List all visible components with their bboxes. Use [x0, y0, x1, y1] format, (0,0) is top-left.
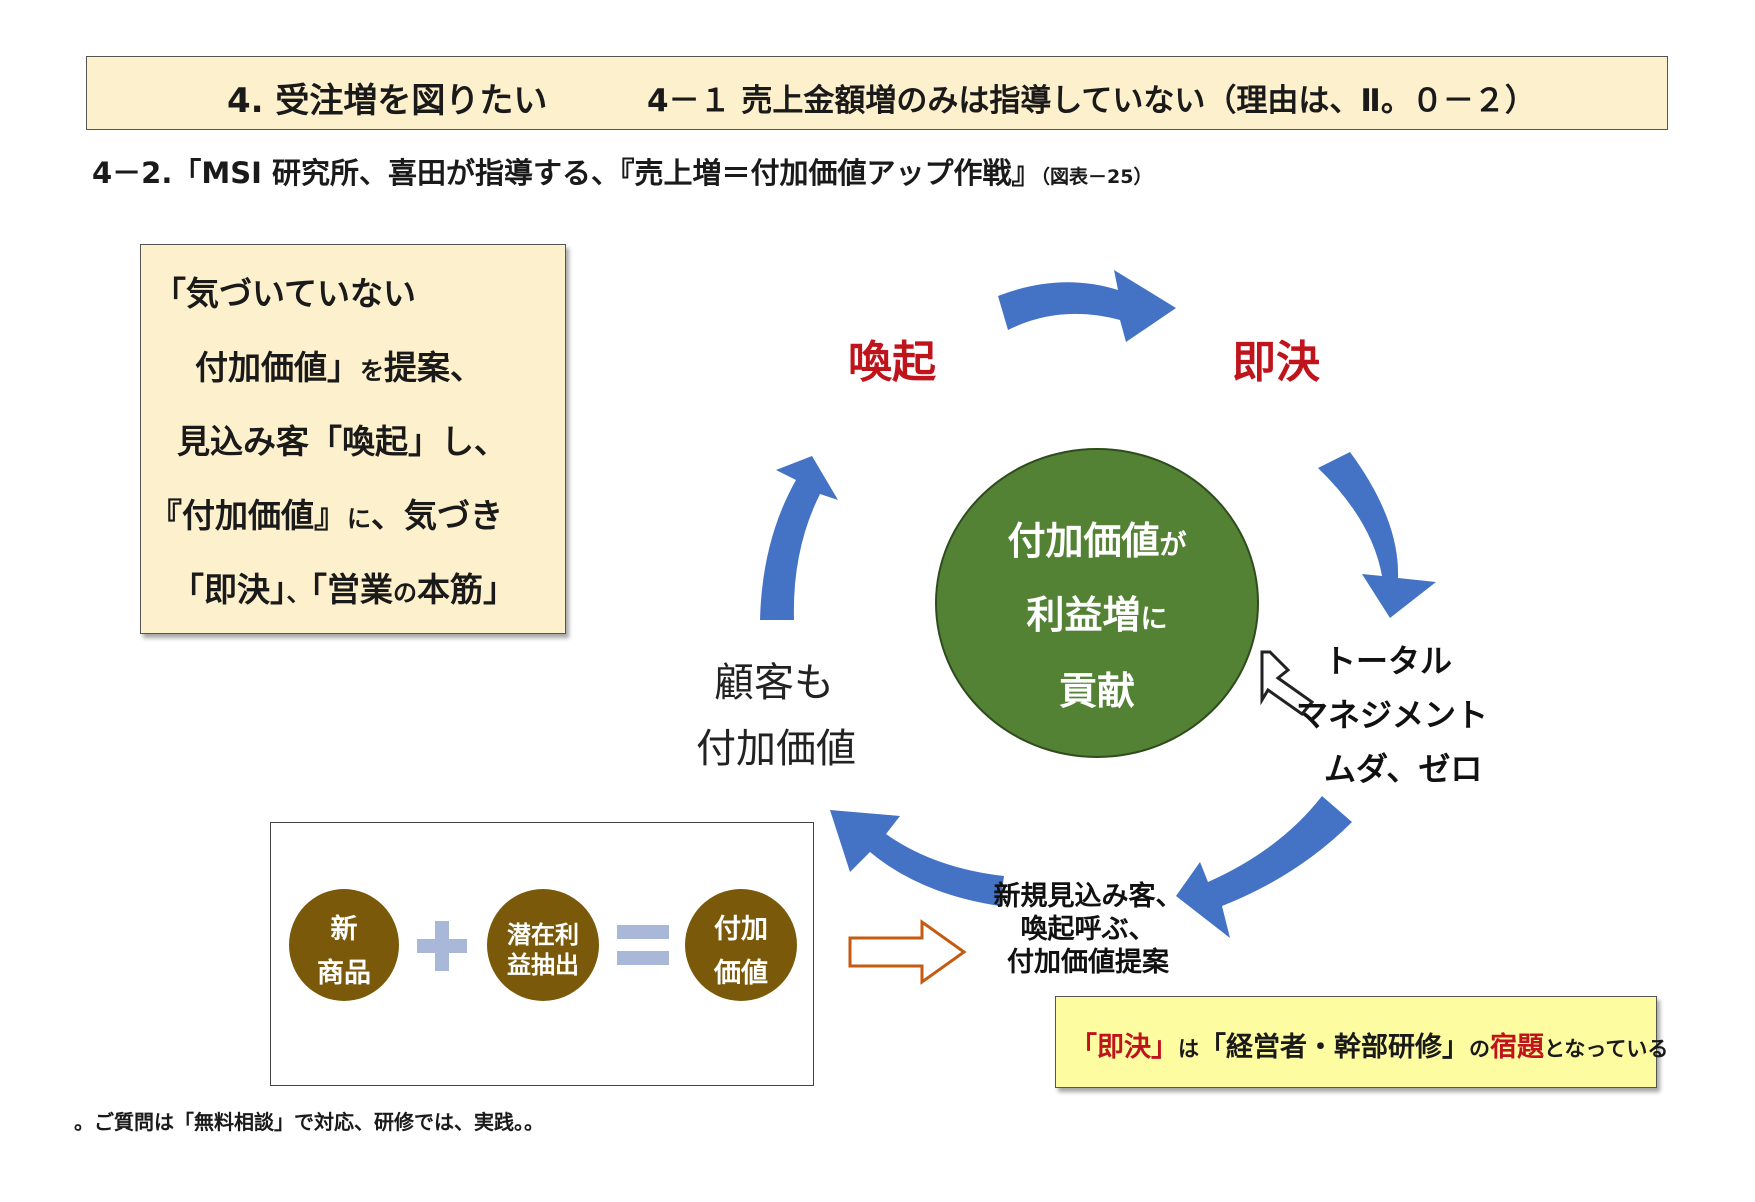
- note-line-4: 『付加価値』に、気づき: [149, 496, 503, 535]
- figure-ref: （図表－25）: [1040, 166, 1153, 188]
- center-circle: 付加価値が 利益増に 貢献: [935, 448, 1259, 758]
- note-line-5: 「即決」、「営業の本筋」: [171, 570, 516, 609]
- page-subtitle: 4－2.「MSI 研究所、喜田が指導する、『売上増＝付加価値アップ作戦』（図表－…: [92, 150, 1152, 192]
- subsection-title: 4－１ 売上金額増のみは指導していない（理由は、Ⅱ。０－２）: [647, 83, 1536, 119]
- subtitle-main: 4－2.「MSI 研究所、喜田が指導する、『売上増＝付加価値アップ作戦』: [92, 156, 1041, 190]
- right-label-2: マネジメント: [1296, 696, 1489, 734]
- footer-note: 。ご質問は「無料相談」で対応、研修では、実践。。: [74, 1110, 544, 1134]
- label-arousal: 喚起: [848, 337, 936, 388]
- bottom-note: 新規見込み客、 喚起呼ぶ、 付加価値提案: [988, 880, 1188, 979]
- header-banner: 4. 受注増を図りたい 4－１ 売上金額増のみは指導していない（理由は、Ⅱ。０－…: [86, 56, 1668, 130]
- arrow-bottom-right: [1176, 796, 1352, 938]
- left-label-1: 顧客も: [714, 660, 834, 706]
- decision-callout: 「即決」は「経営者・幹部研修」の宿題となっている: [1055, 996, 1668, 1088]
- callout-text: 「即決」は「経営者・幹部研修」の宿題となっている: [1070, 1032, 1669, 1063]
- circle-line-2: 利益増に: [1026, 593, 1168, 637]
- label-decision: 即決: [1232, 337, 1320, 388]
- note-line-2: 付加価値」を提案、: [195, 348, 483, 387]
- coin-added-value: 付加 価値: [685, 889, 797, 1001]
- bottom-note-1: 新規見込み客、: [993, 881, 1183, 912]
- circle-line-3: 貢献: [1058, 669, 1135, 713]
- explanation-note: 「気づいていない 付加価値」を提案、 見込み客「喚起」し、 『付加価値』に、気づ…: [140, 244, 566, 634]
- coin-new-product: 新 商品: [289, 889, 399, 1001]
- left-label-2: 付加価値: [696, 726, 856, 772]
- formula-box: 新 商品 潜在利 益抽出 付加 価値: [270, 822, 814, 1086]
- note-line-3: 見込み客「喚起」し、: [177, 422, 507, 461]
- bottom-note-3: 付加価値提案: [1007, 947, 1169, 978]
- plus-icon: [417, 921, 467, 971]
- section-title: 4. 受注増を図りたい: [227, 81, 548, 121]
- hollow-arrow: [1260, 650, 1315, 717]
- equals-icon: [617, 925, 669, 965]
- arrow-bottom-left: [830, 810, 1004, 906]
- arrow-top: [998, 270, 1176, 342]
- circle-line-1: 付加価値が: [1007, 519, 1187, 563]
- arrow-left: [760, 456, 838, 620]
- right-label-3: ムダ、ゼロ: [1324, 750, 1483, 788]
- orange-outline-arrow: [848, 919, 967, 985]
- coin-latent-profit: 潜在利 益抽出: [487, 889, 599, 1001]
- arrow-right: [1318, 452, 1436, 618]
- bottom-note-2: 喚起呼ぶ、: [1020, 914, 1156, 945]
- right-label-1: トータル: [1324, 642, 1453, 680]
- note-line-1: 「気づいていない: [153, 274, 417, 313]
